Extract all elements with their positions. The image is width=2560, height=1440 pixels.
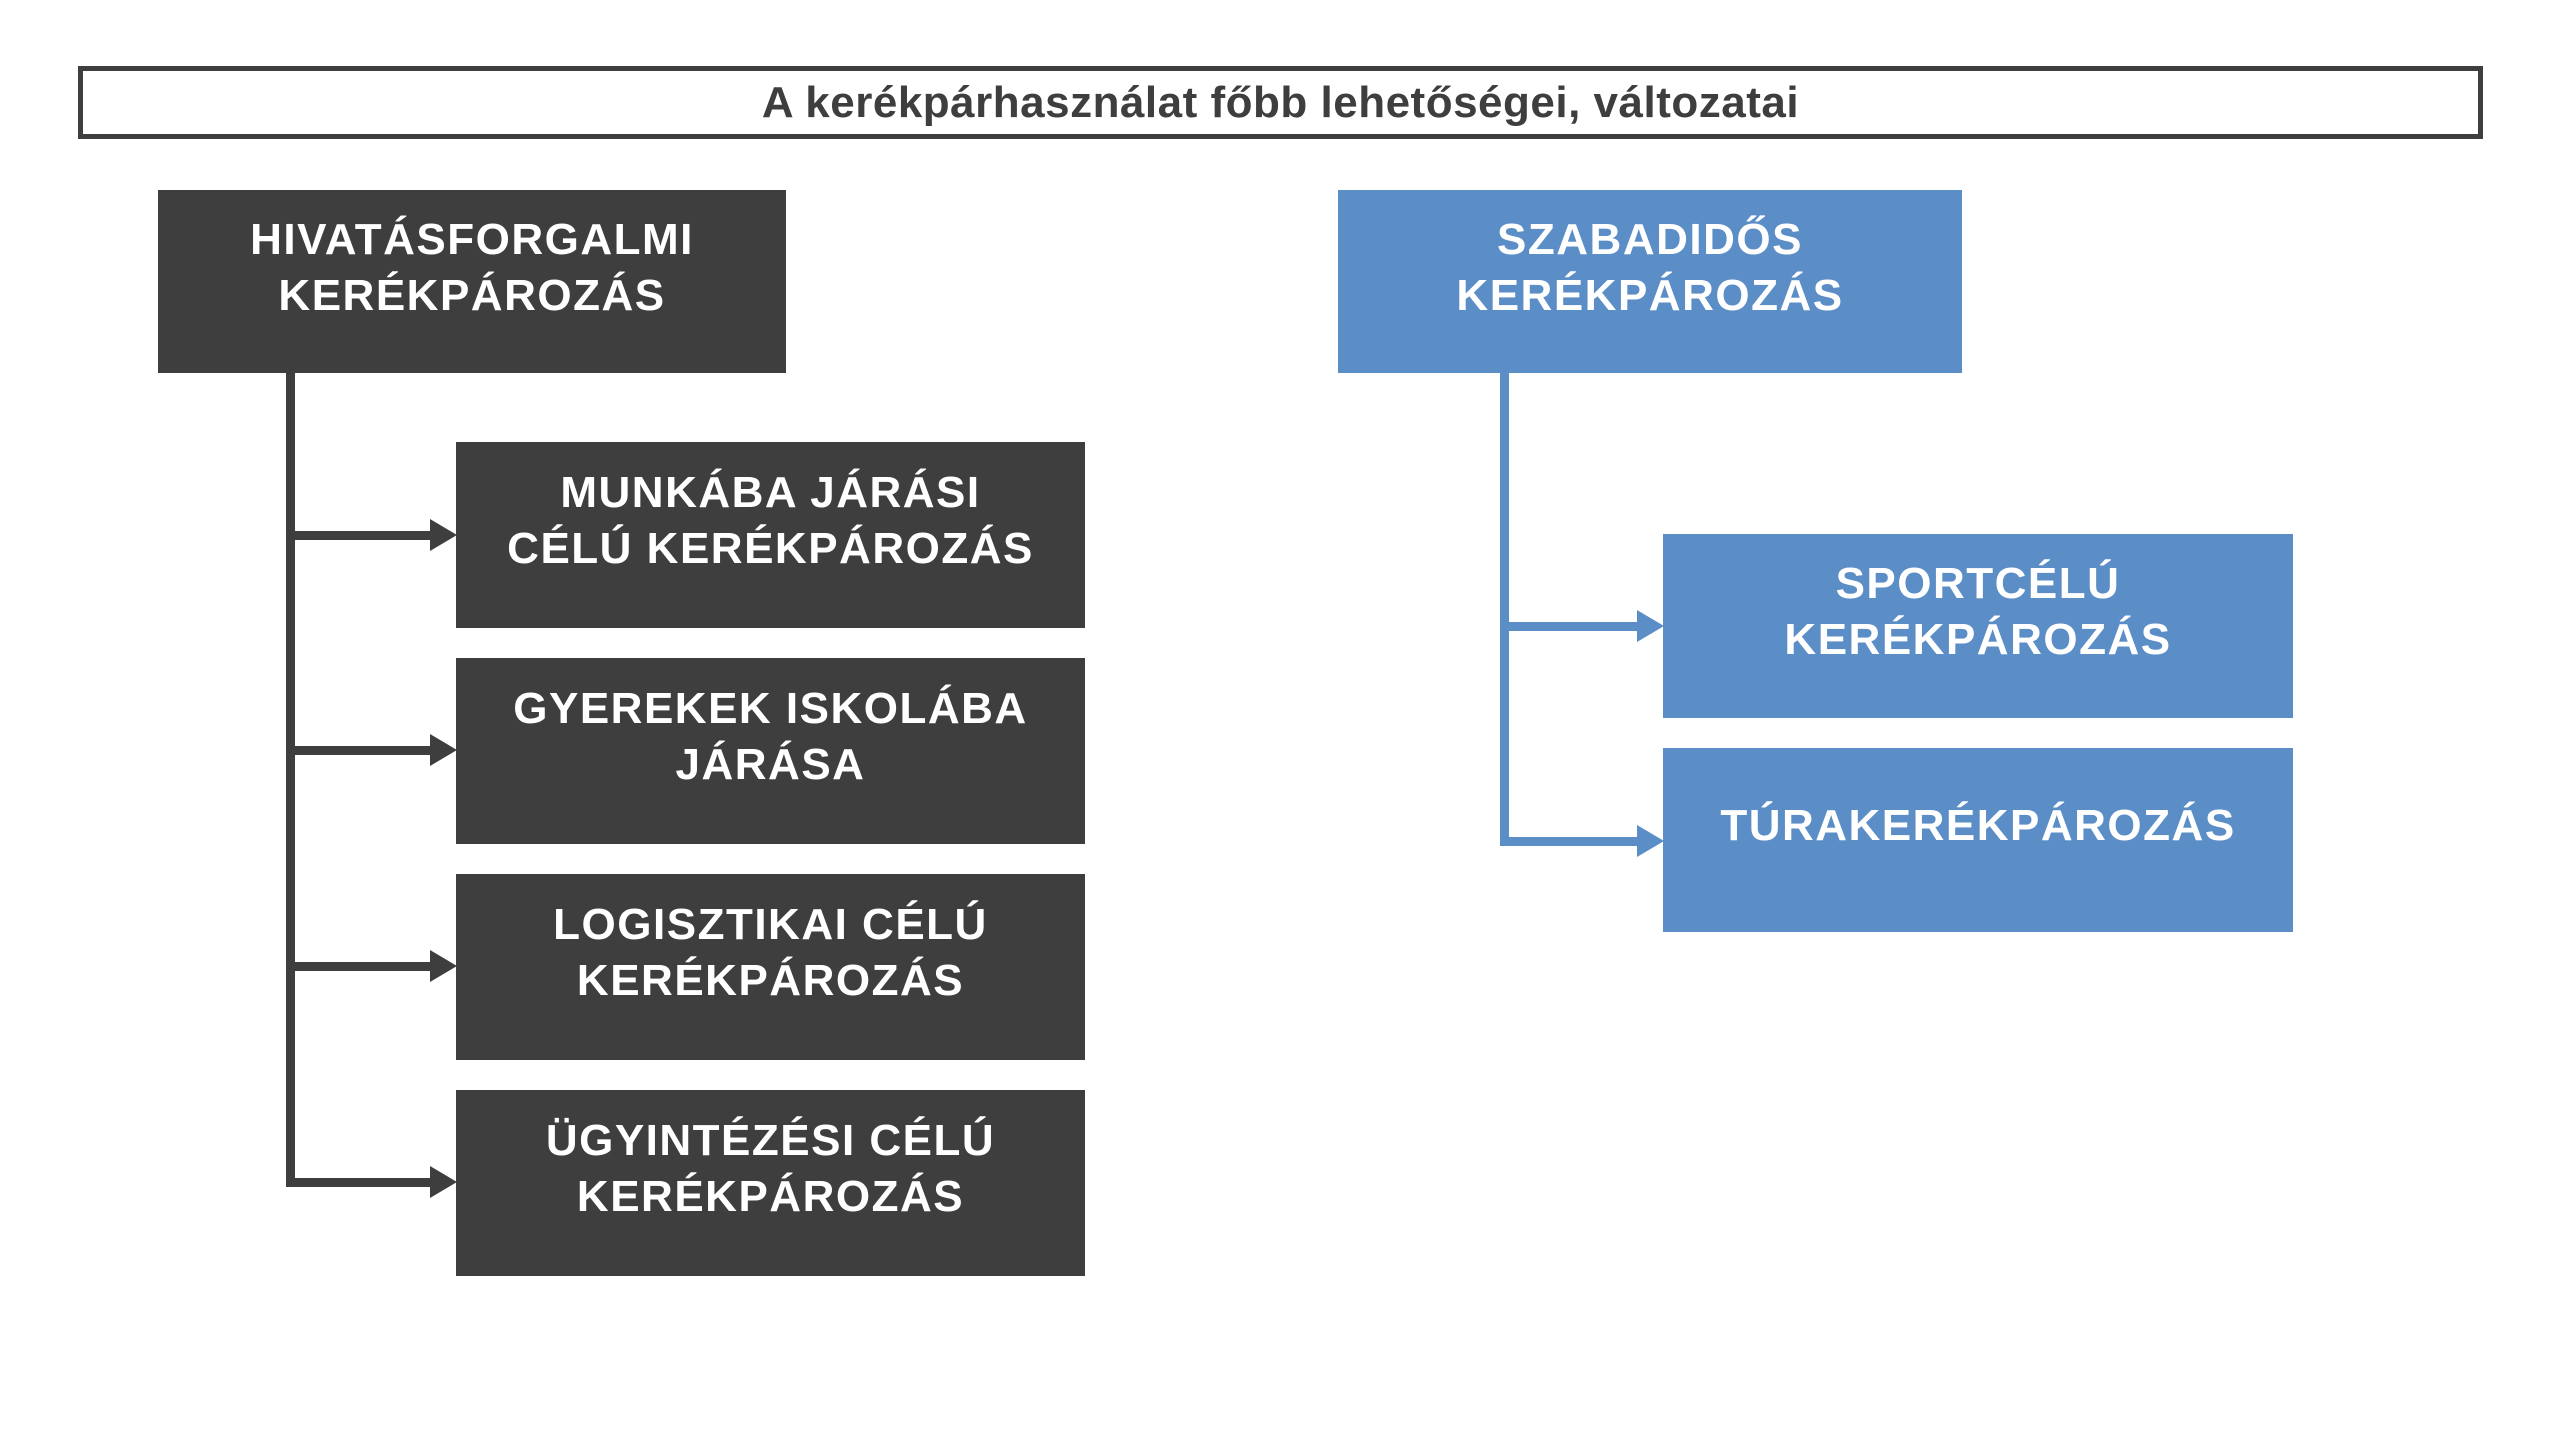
node-sportcelu-kerekparozas: SPORTCÉLÚ KERÉKPÁROZÁS	[1663, 534, 2293, 718]
node-label: SZABADIDŐS KERÉKPÁROZÁS	[1456, 214, 1844, 320]
arrow-right-icon	[430, 1166, 457, 1198]
arrow-right-icon	[430, 519, 457, 551]
diagram-title-box: A kerékpárhasználat főbb lehetőségei, vá…	[78, 66, 2483, 139]
node-label: HIVATÁSFORGALMI KERÉKPÁROZÁS	[250, 214, 694, 320]
node-hivatasforgalmi-kerekparozas: HIVATÁSFORGALMI KERÉKPÁROZÁS	[158, 190, 786, 373]
node-munkaba-jarasi-celu-kerekparozas: MUNKÁBA JÁRÁSI CÉLÚ KERÉKPÁROZÁS	[456, 442, 1085, 628]
connector-vertical-line-blue	[1500, 372, 1509, 846]
node-label: MUNKÁBA JÁRÁSI CÉLÚ KERÉKPÁROZÁS	[507, 468, 1034, 573]
arrow-right-icon	[430, 734, 457, 766]
node-szabadidos-kerekparozas: SZABADIDŐS KERÉKPÁROZÁS	[1338, 190, 1962, 373]
node-label: GYEREKEK ISKOLÁBA JÁRÁSA	[513, 684, 1028, 789]
connector-horizontal-line-blue	[1500, 622, 1639, 631]
arrow-right-icon	[1637, 610, 1664, 642]
arrow-right-icon	[430, 950, 457, 982]
connector-horizontal-line-blue	[1500, 837, 1639, 846]
arrow-right-icon	[1637, 825, 1664, 857]
node-label: TÚRAKERÉKPÁROZÁS	[1720, 801, 2236, 851]
connector-vertical-line-dark	[286, 372, 295, 1187]
node-turakerekparozas: TÚRAKERÉKPÁROZÁS	[1663, 748, 2293, 932]
node-gyerekek-iskolaba-jarasa: GYEREKEK ISKOLÁBA JÁRÁSA	[456, 658, 1085, 844]
connector-horizontal-line-dark	[286, 1178, 432, 1187]
diagram-title: A kerékpárhasználat főbb lehetőségei, vá…	[761, 77, 1800, 127]
connector-horizontal-line-dark	[286, 531, 432, 540]
node-ugyintezesi-celu-kerekparozas: ÜGYINTÉZÉSI CÉLÚ KERÉKPÁROZÁS	[456, 1090, 1085, 1276]
node-label: SPORTCÉLÚ KERÉKPÁROZÁS	[1784, 559, 2172, 664]
node-logisztikai-celu-kerekparozas: LOGISZTIKAI CÉLÚ KERÉKPÁROZÁS	[456, 874, 1085, 1060]
node-label: ÜGYINTÉZÉSI CÉLÚ KERÉKPÁROZÁS	[545, 1116, 996, 1221]
connector-horizontal-line-dark	[286, 746, 432, 755]
node-label: LOGISZTIKAI CÉLÚ KERÉKPÁROZÁS	[553, 900, 988, 1005]
connector-horizontal-line-dark	[286, 962, 432, 971]
